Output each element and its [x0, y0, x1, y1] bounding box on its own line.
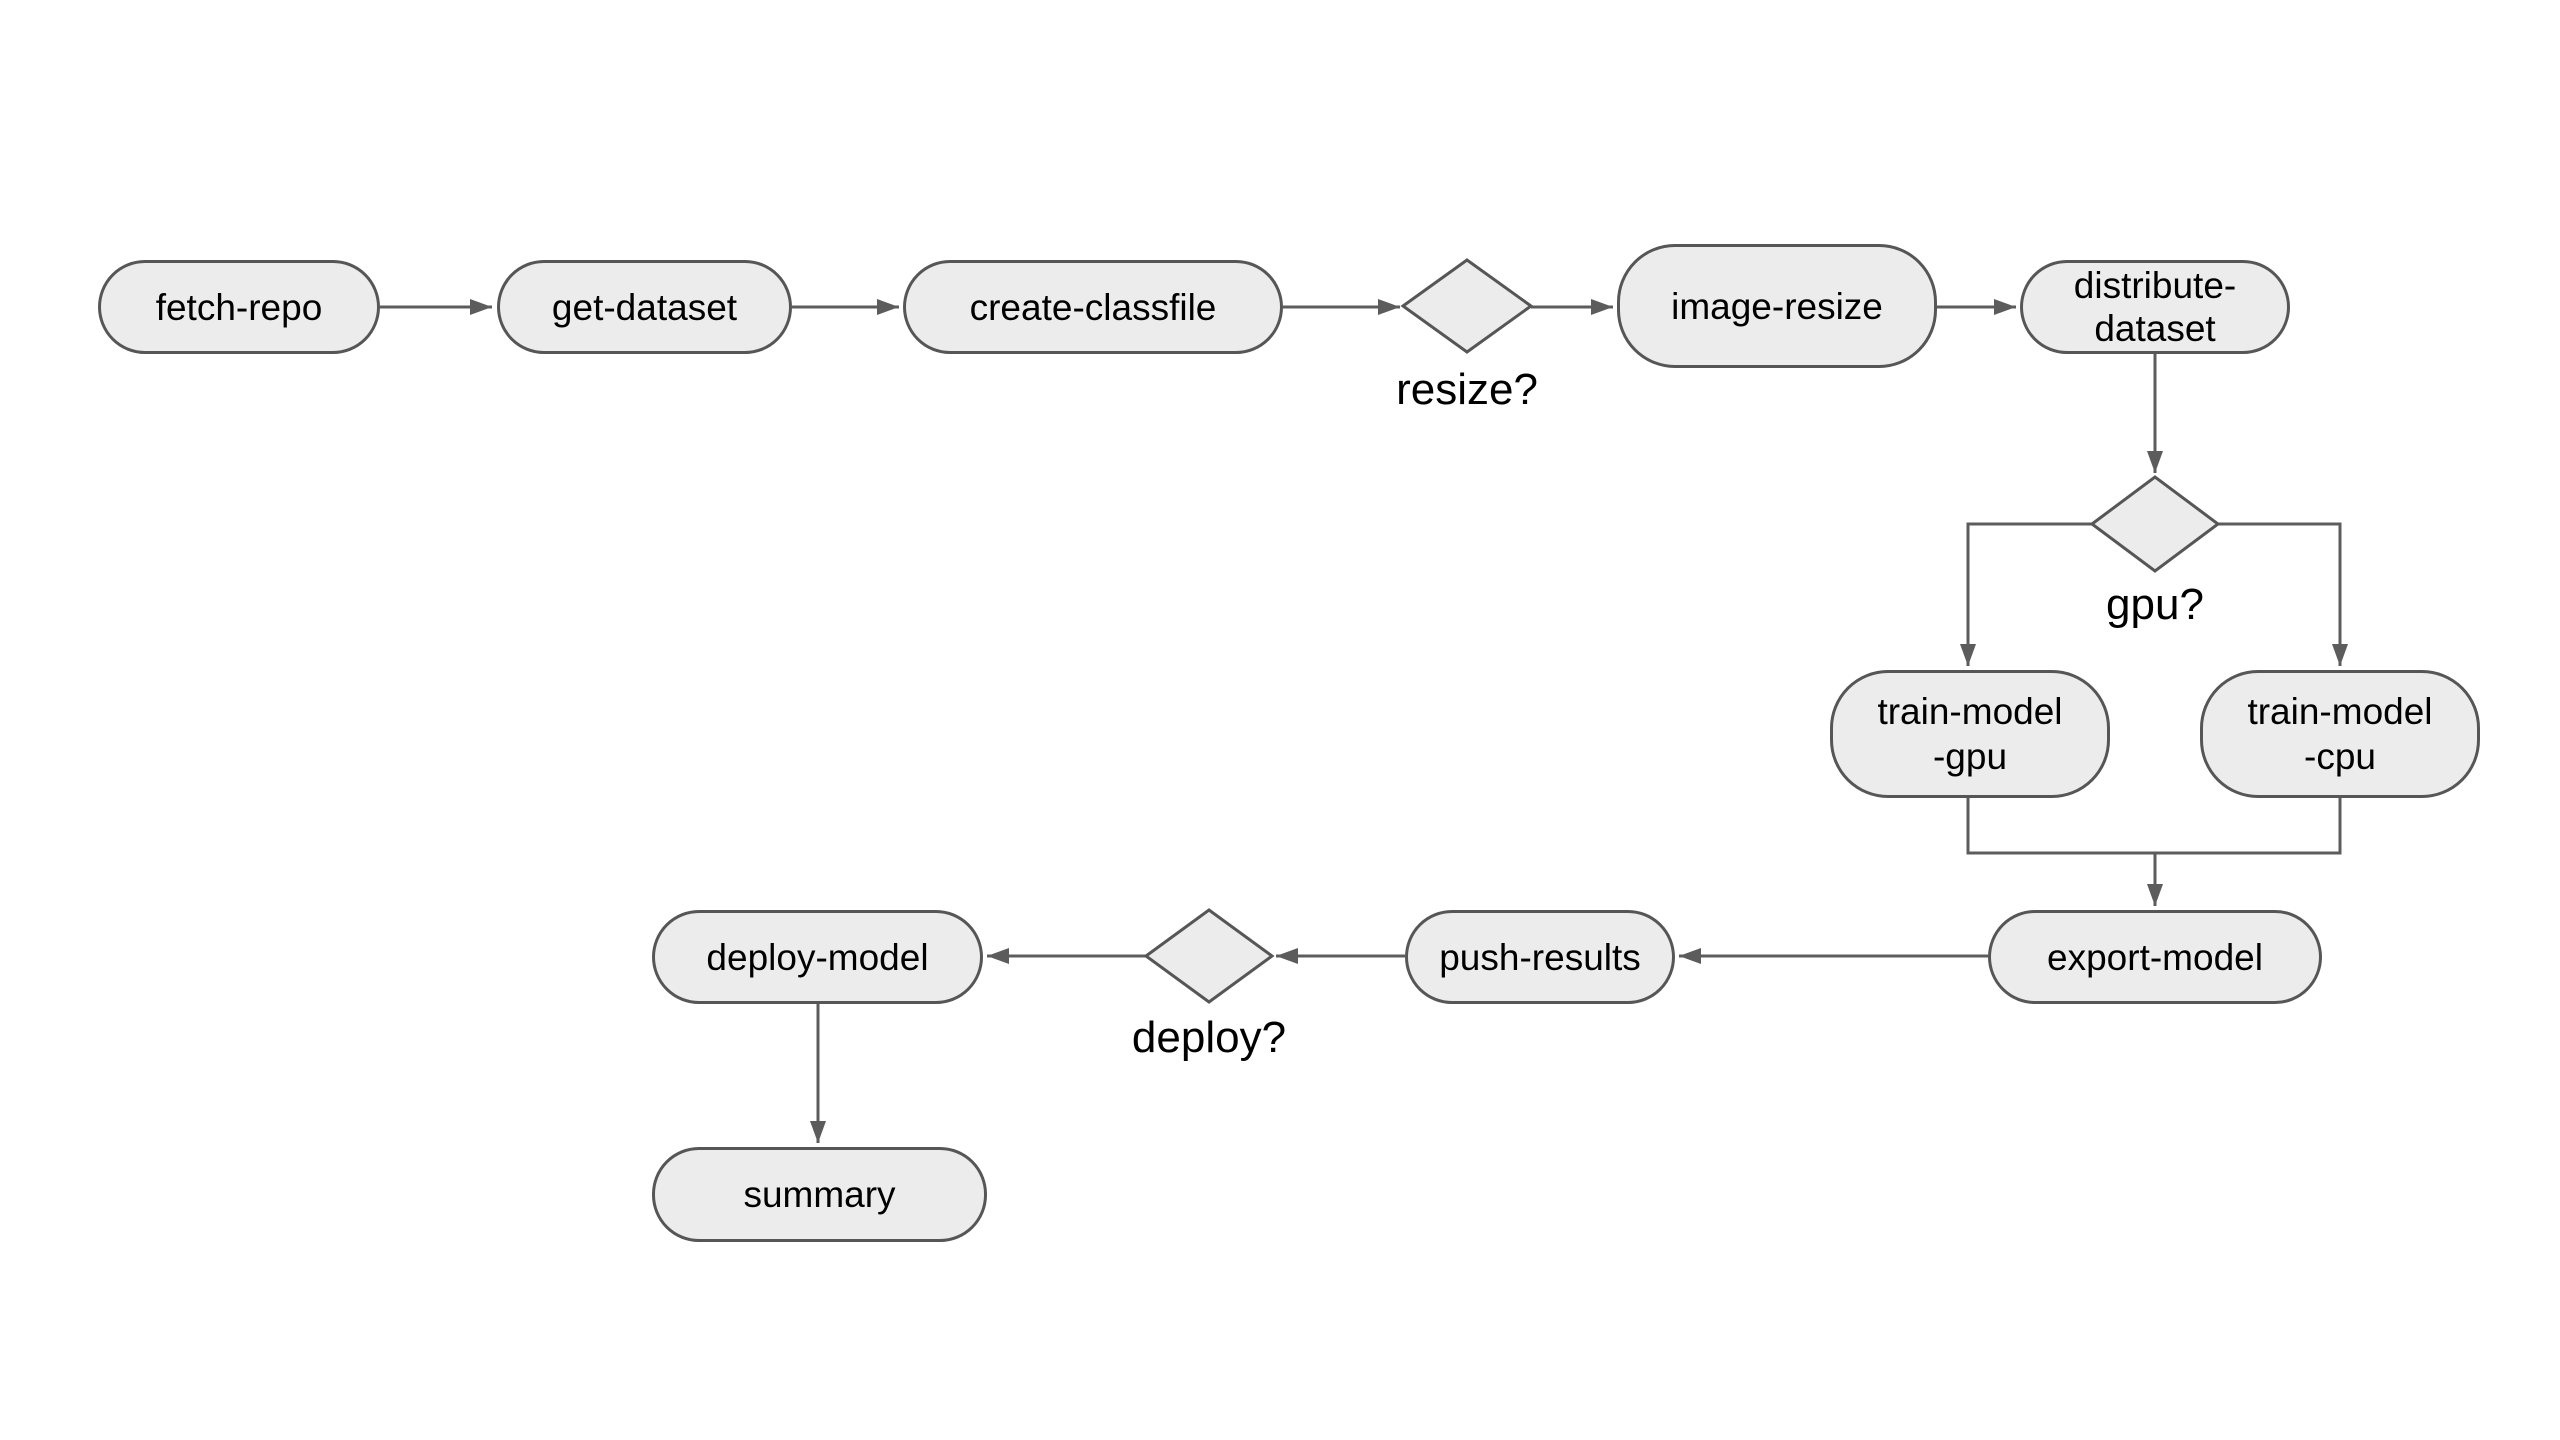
- node-train-model-gpu-label-line2: -gpu: [1932, 736, 2008, 777]
- node-train-model-cpu-label-line2: -cpu: [2304, 736, 2376, 777]
- node-train-model-gpu: train-model -gpu: [1830, 670, 2110, 798]
- decision-resize-diamond: [1400, 258, 1534, 354]
- edge-gpu-decision-train-model-gpu: [1960, 522, 2092, 666]
- node-create-classfile: create-classfile: [903, 260, 1283, 354]
- node-deploy-model-label: deploy-model: [706, 936, 929, 978]
- node-train-model-gpu-label-line1: train-model: [1877, 691, 2063, 732]
- node-summary: summary: [652, 1147, 987, 1242]
- node-distribute-dataset-label-line2: dataset: [2094, 308, 2216, 349]
- node-export-model-label: export-model: [2047, 936, 2263, 978]
- edge-train-merge: [1966, 798, 2342, 855]
- node-distribute-dataset-label-line1: distribute-: [2073, 265, 2237, 306]
- node-get-dataset-label: get-dataset: [551, 286, 738, 328]
- edge-gpu-decision-train-model-cpu: [2218, 522, 2348, 666]
- node-push-results: push-results: [1405, 910, 1675, 1004]
- node-train-model-cpu: train-model -cpu: [2200, 670, 2480, 798]
- decision-deploy-diamond: [1143, 908, 1275, 1004]
- node-image-resize: image-resize: [1617, 244, 1937, 368]
- node-summary-label: summary: [743, 1174, 896, 1215]
- node-create-classfile-label: create-classfile: [969, 286, 1217, 328]
- decision-deploy-label: deploy?: [1131, 1013, 1287, 1062]
- node-image-resize-label: image-resize: [1671, 285, 1883, 327]
- decision-gpu-label: gpu?: [2106, 580, 2204, 629]
- node-fetch-repo: fetch-repo: [98, 260, 380, 354]
- node-fetch-repo-label: fetch-repo: [155, 286, 323, 328]
- node-get-dataset: get-dataset: [497, 260, 792, 354]
- decision-resize-label: resize?: [1396, 365, 1538, 414]
- decision-gpu-diamond: [2089, 475, 2221, 573]
- node-push-results-label: push-results: [1439, 936, 1641, 978]
- node-deploy-model: deploy-model: [652, 910, 983, 1004]
- node-distribute-dataset: distribute- dataset: [2020, 260, 2290, 354]
- node-train-model-cpu-label-line1: train-model: [2247, 691, 2433, 732]
- node-export-model: export-model: [1988, 910, 2322, 1004]
